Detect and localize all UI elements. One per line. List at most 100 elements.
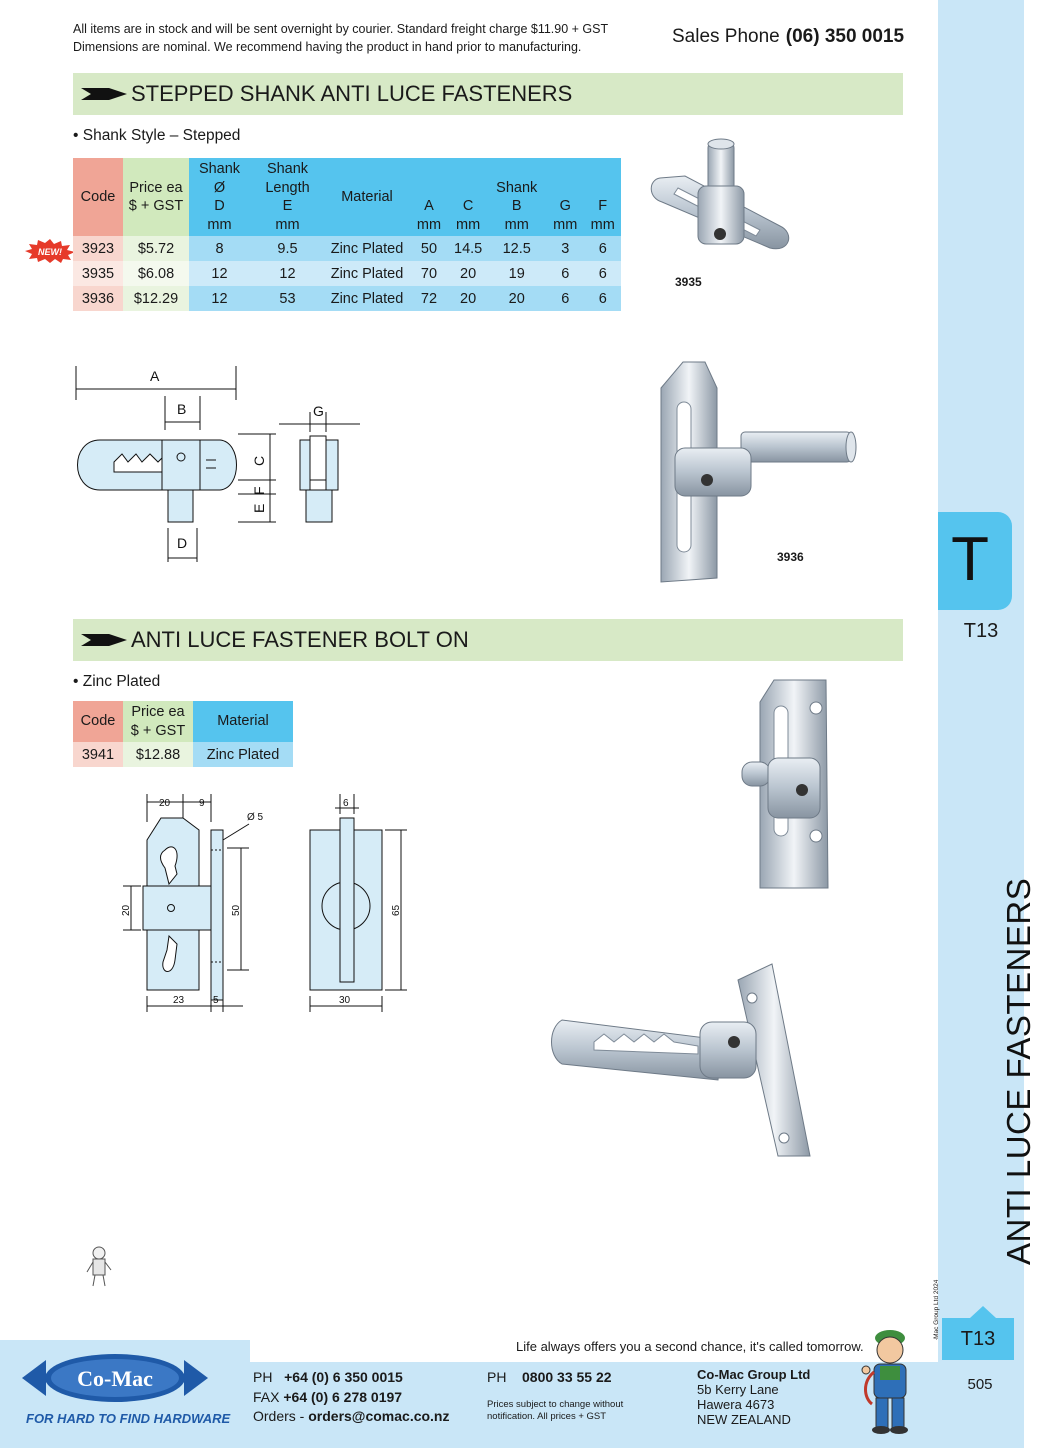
bolt-on-table: Code Price ea$ + GST Material 3941 $12.8… — [73, 701, 293, 767]
footer-freephone: PH 0800 33 55 22 — [487, 1368, 612, 1388]
dim-label-9: 9 — [199, 798, 205, 809]
orders-email-link[interactable]: orders@comac.co.nz — [308, 1408, 450, 1424]
cell-e: 12 — [250, 261, 325, 286]
notice-line-2: Dimensions are nominal. We recommend hav… — [73, 40, 582, 54]
sidebar-strip — [938, 0, 1024, 1448]
section-title-text: ANTI LUCE FASTENER BOLT ON — [131, 627, 469, 652]
table-row[interactable]: 3941 $12.88 Zinc Plated — [73, 742, 293, 767]
col-e-line1: Shank — [266, 161, 309, 177]
cell-d: 8 — [189, 236, 250, 261]
sales-phone-number[interactable]: (06) 350 0015 — [785, 26, 905, 47]
phone-row: PH +64 (0) 6 350 0015 — [253, 1368, 450, 1388]
sales-phone: Sales Phone(06) 350 0015 — [672, 26, 904, 48]
col-price-line2: $ + GST — [128, 198, 184, 214]
company-address: Co-Mac Group Ltd 5b Kerry Lane Hawera 46… — [697, 1367, 810, 1427]
footer-contact: PH +64 (0) 6 350 0015 FAX +64 (0) 6 278 … — [253, 1368, 450, 1427]
cell-price: $12.29 — [123, 286, 189, 311]
cell-d: 12 — [189, 286, 250, 311]
section-title-bolt-on: ANTI LUCE FASTENER BOLT ON — [73, 619, 903, 661]
pricing-note-line1: Prices subject to change without — [487, 1399, 624, 1410]
dim-label-50: 50 — [231, 904, 242, 916]
cell-g: 3 — [546, 236, 585, 261]
cell-material: Zinc Plated — [325, 261, 409, 286]
dim-label-c: C — [251, 456, 267, 466]
table-row[interactable]: 3935 $6.08 12 12 Zinc Plated 70 20 19 6 … — [73, 261, 622, 286]
cell-material: Zinc Plated — [193, 742, 293, 767]
cell-price: $12.88 — [123, 742, 193, 767]
dim-label-5: 5 — [213, 995, 219, 1006]
table-row[interactable]: 3936 $12.29 12 53 Zinc Plated 72 20 20 6… — [73, 286, 622, 311]
cell-c: 14.5 — [449, 236, 488, 261]
cell-b: 20 — [487, 286, 547, 311]
new-badge-text: NEW! — [38, 247, 62, 257]
col-price-line1: Price ea — [131, 704, 185, 720]
col-b-line1: Shank — [496, 179, 538, 196]
cell-c: 20 — [449, 261, 488, 286]
col-price-line1: Price ea — [129, 179, 183, 196]
cell-a: 50 — [409, 236, 449, 261]
mascot-small-icon — [86, 1246, 112, 1287]
col-a-line2: mm — [416, 216, 442, 233]
cell-material: Zinc Plated — [325, 286, 409, 311]
dim-label-d: D — [177, 535, 187, 551]
new-badge-icon: NEW! — [25, 239, 75, 263]
dim-label-20-side: 20 — [121, 904, 132, 916]
freephone-number[interactable]: 0800 33 55 22 — [522, 1369, 612, 1385]
cell-a: 72 — [409, 286, 449, 311]
col-f-line1: F — [598, 198, 608, 214]
col-price: Price ea $ + GST — [123, 158, 189, 236]
dim-label-23: 23 — [173, 995, 185, 1006]
footer-tagline: Life always offers you a second chance, … — [516, 1339, 864, 1354]
dimension-diagram-bolt-on: 20 9 Ø 5 20 50 23 5 6 65 30 — [121, 794, 407, 1012]
section-tab[interactable] — [938, 512, 1012, 610]
address-line3: NEW ZEALAND — [697, 1412, 791, 1427]
orders-row: Orders - orders@comac.co.nz — [253, 1407, 450, 1427]
col-f-line2: mm — [590, 216, 615, 233]
company-name: Co-Mac Group Ltd — [697, 1367, 811, 1382]
cell-code: 3935 — [73, 261, 123, 286]
cell-f: 6 — [584, 261, 622, 286]
phone-label: PH — [253, 1369, 273, 1385]
cell-g: 6 — [546, 286, 585, 311]
cell-code: 3941 — [73, 742, 123, 767]
table-row[interactable]: 3923 $5.72 8 9.5 Zinc Plated 50 14.5 12.… — [73, 236, 622, 261]
table-header-row: Code Price ea$ + GST Material — [73, 701, 293, 742]
cell-b: 12.5 — [487, 236, 547, 261]
product-photo-3935 — [650, 138, 790, 250]
fax-row: FAX +64 (0) 6 278 0197 — [253, 1388, 450, 1408]
pricing-note: Prices subject to change without notific… — [487, 1399, 623, 1423]
dim-label-30: 30 — [339, 995, 351, 1006]
dim-label-20-top: 20 — [159, 798, 171, 809]
comac-logo[interactable]: Co-Mac — [22, 1346, 210, 1408]
orders-label: Orders - — [253, 1408, 305, 1424]
col-code: Code — [73, 701, 123, 742]
col-e-line2: Length — [265, 179, 310, 196]
phone-number[interactable]: +64 (0) 6 350 0015 — [284, 1369, 403, 1385]
footer-tagline-strip — [250, 1340, 938, 1362]
section-letter: T — [951, 525, 989, 594]
cell-code: 3936 — [73, 286, 123, 311]
col-g-line1: G — [559, 198, 571, 214]
cell-g: 6 — [546, 261, 585, 286]
photo-label-3935: 3935 — [675, 275, 702, 289]
col-e-line3: E — [282, 198, 293, 214]
dim-label-65: 65 — [391, 904, 402, 916]
mascot-mechanic-icon — [861, 1330, 908, 1434]
section-title-stepped-shank: STEPPED SHANK ANTI LUCE FASTENERS — [73, 73, 903, 115]
category-title: ANTI LUCE FASTENERS — [1000, 877, 1037, 1265]
col-code: Code — [73, 158, 123, 236]
cell-price: $6.08 — [123, 261, 189, 286]
col-price: Price ea$ + GST — [123, 701, 193, 742]
arrow-icon — [81, 634, 127, 646]
shipping-notice: All items are in stock and will be sent … — [73, 20, 653, 56]
product-photo-3936 — [660, 361, 857, 583]
product-photo-3941-side — [551, 963, 811, 1157]
page-number: 505 — [967, 1376, 993, 1393]
